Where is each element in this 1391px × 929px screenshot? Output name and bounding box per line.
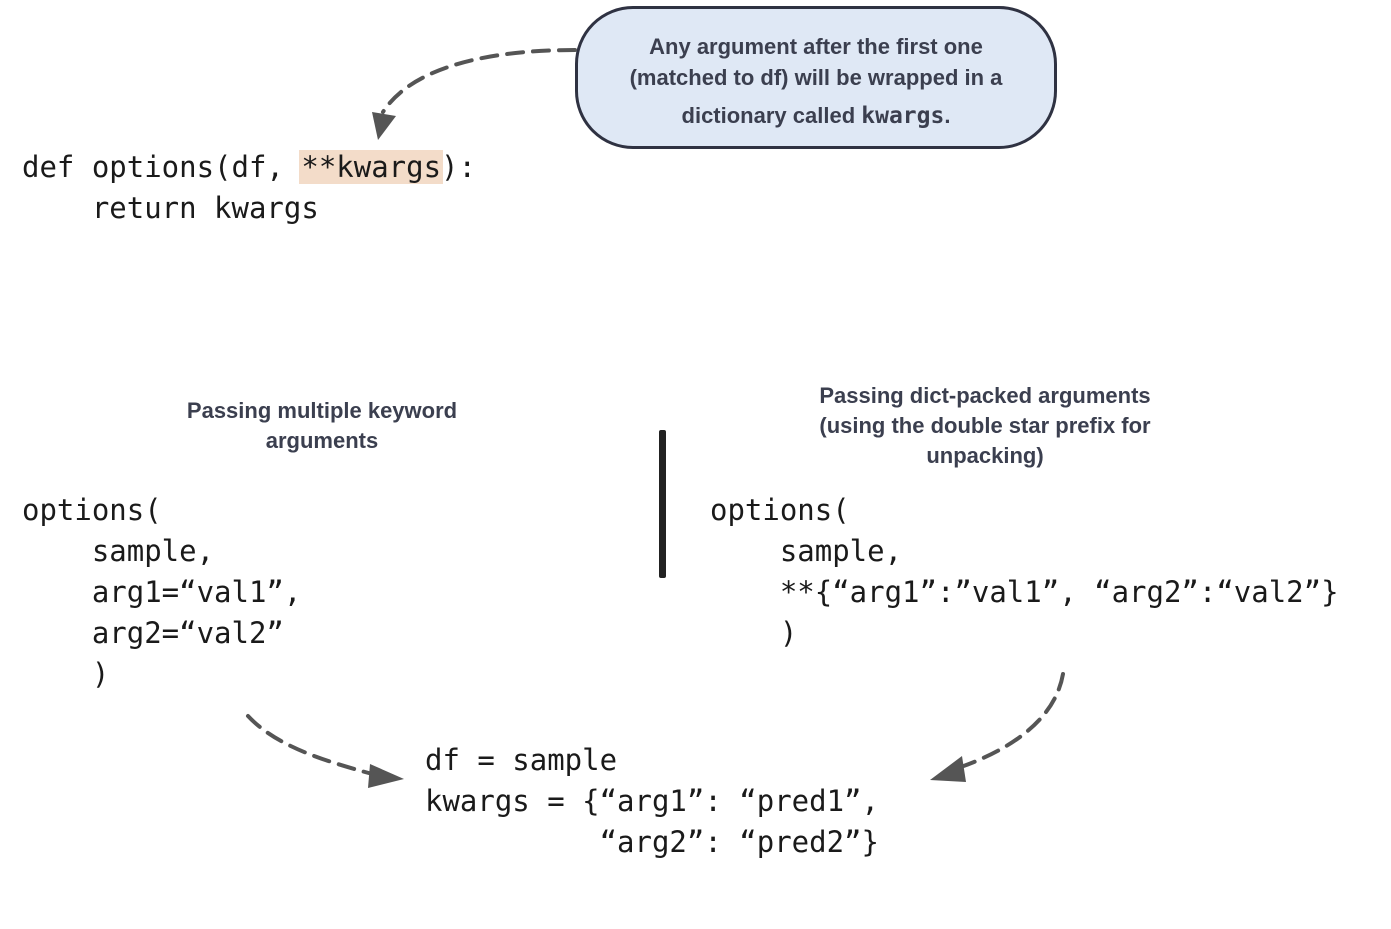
def-line-1-after: ): <box>441 150 476 184</box>
left-code-line-4: arg2=“val2” <box>22 616 284 650</box>
left-heading-line-2: arguments <box>265 428 379 453</box>
left-panel-code: options( sample, arg1=“val1”, arg2=“val2… <box>22 490 301 695</box>
left-code-line-5: ) <box>22 657 110 691</box>
right-panel-code: options( sample, **{“arg1”:”val1”, “arg2… <box>710 490 1339 654</box>
callout-kwargs-code: kwargs <box>861 103 945 129</box>
def-line-1-before: def options(df, <box>22 150 302 184</box>
callout-arrowhead <box>372 112 396 140</box>
right-arrowhead <box>930 756 966 782</box>
def-line-2: return kwargs <box>22 191 319 225</box>
callout-line-2: (matched to df) will be wrapped in a <box>629 65 1003 90</box>
result-code-line-1: df = sample <box>425 743 618 777</box>
callout-to-kwargs-arrow <box>381 48 577 114</box>
callout-bubble: Any argument after the first one (matche… <box>575 6 1057 149</box>
left-panel-heading: Passing multiple keyword arguments <box>122 396 522 456</box>
result-code: df = sample kwargs = {“arg1”: “pred1”, “… <box>425 740 879 863</box>
right-code-line-2: sample, <box>710 534 903 568</box>
result-code-line-3: “arg2”: “pred2”} <box>425 825 879 859</box>
function-definition: def options(df, **kwargs): return kwargs <box>22 147 476 229</box>
left-to-result-arrow <box>246 714 378 777</box>
result-code-line-2: kwargs = {“arg1”: “pred1”, <box>425 784 879 818</box>
left-code-line-1: options( <box>22 493 162 527</box>
right-heading-line-1: Passing dict-packed arguments <box>819 383 1151 408</box>
kwargs-highlight: **kwargs <box>299 150 444 184</box>
left-code-line-3: arg1=“val1”, <box>22 575 302 609</box>
right-heading-line-2: (using the double star prefix for <box>819 413 1151 438</box>
callout-line-3-suffix: . <box>944 103 951 128</box>
left-heading-line-1: Passing multiple keyword <box>186 398 458 423</box>
right-code-line-1: options( <box>710 493 850 527</box>
callout-line-3-prefix: dictionary called <box>681 103 862 128</box>
left-arrowhead <box>368 764 404 788</box>
left-code-line-2: sample, <box>22 534 215 568</box>
right-code-line-4: ) <box>710 616 798 650</box>
right-panel-heading: Passing dict-packed arguments (using the… <box>760 381 1210 471</box>
right-code-line-3: **{“arg1”:”val1”, “arg2”:“val2”} <box>710 575 1339 609</box>
right-heading-line-3: unpacking) <box>926 443 1044 468</box>
callout-line-1: Any argument after the first one <box>649 34 983 59</box>
right-to-result-arrow <box>956 672 1065 770</box>
callout-line-3: dictionary called kwargs. <box>578 100 1054 132</box>
panel-divider <box>659 430 666 578</box>
